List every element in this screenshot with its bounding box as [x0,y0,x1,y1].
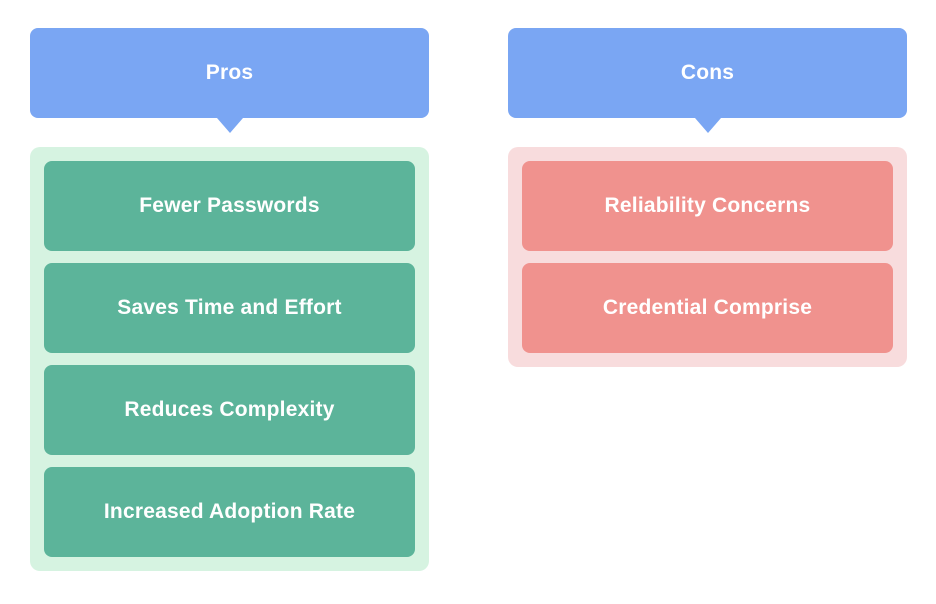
cons-header: Cons [508,28,907,133]
cons-list-item: Reliability Concerns [522,161,893,251]
pros-header-label: Pros [205,61,254,84]
cons-list-container: Reliability Concerns Credential Comprise [508,147,907,367]
pros-header: Pros [30,28,429,133]
pros-header-pointer-icon [216,118,243,133]
cons-column: Cons Reliability Concerns Credential Com… [508,28,907,367]
pros-list-item: Reduces Complexity [44,365,415,455]
pros-list-item: Fewer Passwords [44,161,415,251]
pros-list-item: Increased Adoption Rate [44,467,415,557]
cons-list-item: Credential Comprise [522,263,893,353]
pros-list-item: Saves Time and Effort [44,263,415,353]
pros-list-container: Fewer Passwords Saves Time and Effort Re… [30,147,429,571]
cons-header-pointer-icon [694,118,721,133]
pros-column: Pros Fewer Passwords Saves Time and Effo… [30,28,429,571]
cons-header-label: Cons [680,61,735,84]
